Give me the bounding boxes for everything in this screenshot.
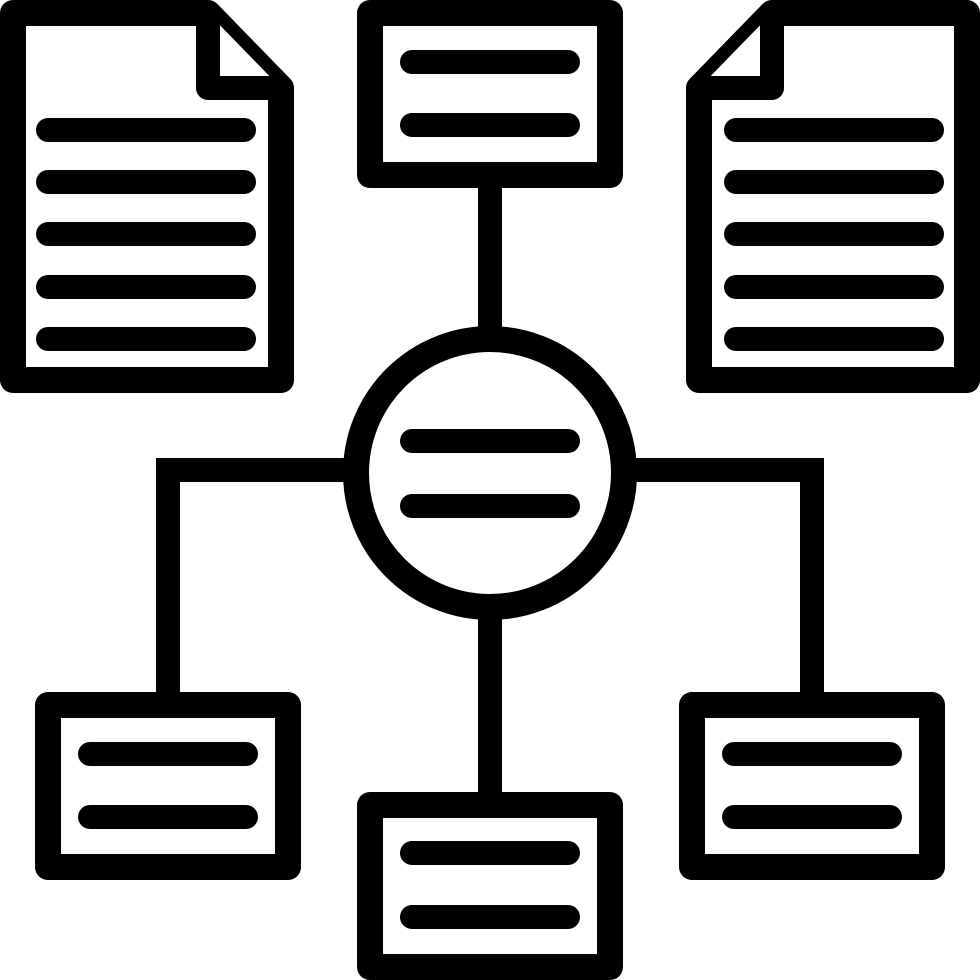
- note-bottom-right-icon: [679, 692, 945, 880]
- note-top-box: [357, 0, 623, 188]
- document-left-lines: [36, 118, 256, 351]
- note-top-icon: [357, 0, 623, 188]
- connector-right: [622, 458, 824, 705]
- note-bottom-left-icon: [35, 692, 301, 880]
- hub-circle-icon: [343, 326, 637, 620]
- document-right-fold: [687, 1, 784, 100]
- document-right-lines: [724, 118, 944, 351]
- note-bottom-right-box: [679, 692, 945, 880]
- document-left-fold: [196, 1, 293, 100]
- note-bottom-center-icon: [357, 792, 623, 980]
- connector-lines: [156, 175, 824, 805]
- hub-circle: [343, 326, 637, 620]
- document-right-icon: [686, 0, 980, 393]
- note-bottom-center-box: [357, 792, 623, 980]
- document-left-icon: [0, 0, 294, 393]
- note-bottom-left-box: [35, 692, 301, 880]
- connector-left: [156, 458, 358, 705]
